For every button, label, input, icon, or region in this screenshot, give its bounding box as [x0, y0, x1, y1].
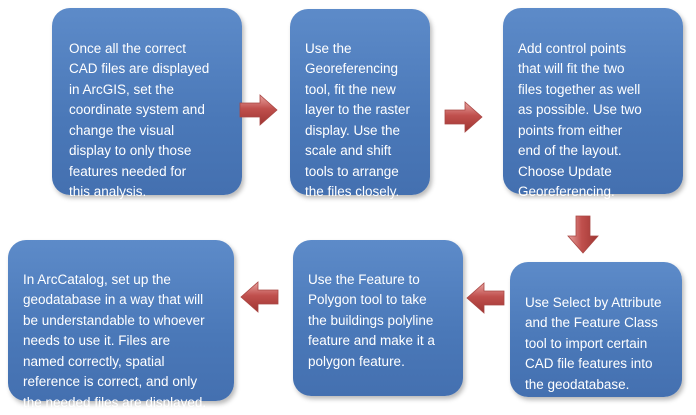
step-5-box: Use the Feature to Polygon tool to take … — [293, 240, 463, 396]
step-6-box: In ArcCatalog, set up the geodatabase in… — [8, 240, 234, 410]
arrow-down-3-to-4 — [567, 215, 599, 254]
step-3-box: Add control points that will fit the two… — [503, 8, 683, 199]
arrow-right-2-to-3 — [444, 101, 483, 133]
step-5-text: Use the Feature to Polygon tool to take … — [308, 271, 435, 369]
arrow-left-4-to-5 — [466, 282, 505, 314]
step-1-box: Once all the correct CAD files are displ… — [52, 8, 242, 199]
step-1-text: Once all the correct CAD files are displ… — [69, 40, 210, 200]
arrow-left-5-to-6 — [240, 281, 279, 313]
step-2-text: Use the Georeferencing tool, fit the new… — [305, 40, 411, 200]
arrow-right-1-to-2 — [239, 94, 278, 126]
step-6-text: In ArcCatalog, set up the geodatabase in… — [23, 271, 207, 410]
step-4-box: Use Select by Attribute and the Feature … — [510, 262, 682, 397]
step-4-text: Use Select by Attribute and the Feature … — [525, 294, 662, 392]
step-3-text: Add control points that will fit the two… — [518, 40, 642, 200]
step-2-box: Use the Georeferencing tool, fit the new… — [290, 9, 430, 199]
